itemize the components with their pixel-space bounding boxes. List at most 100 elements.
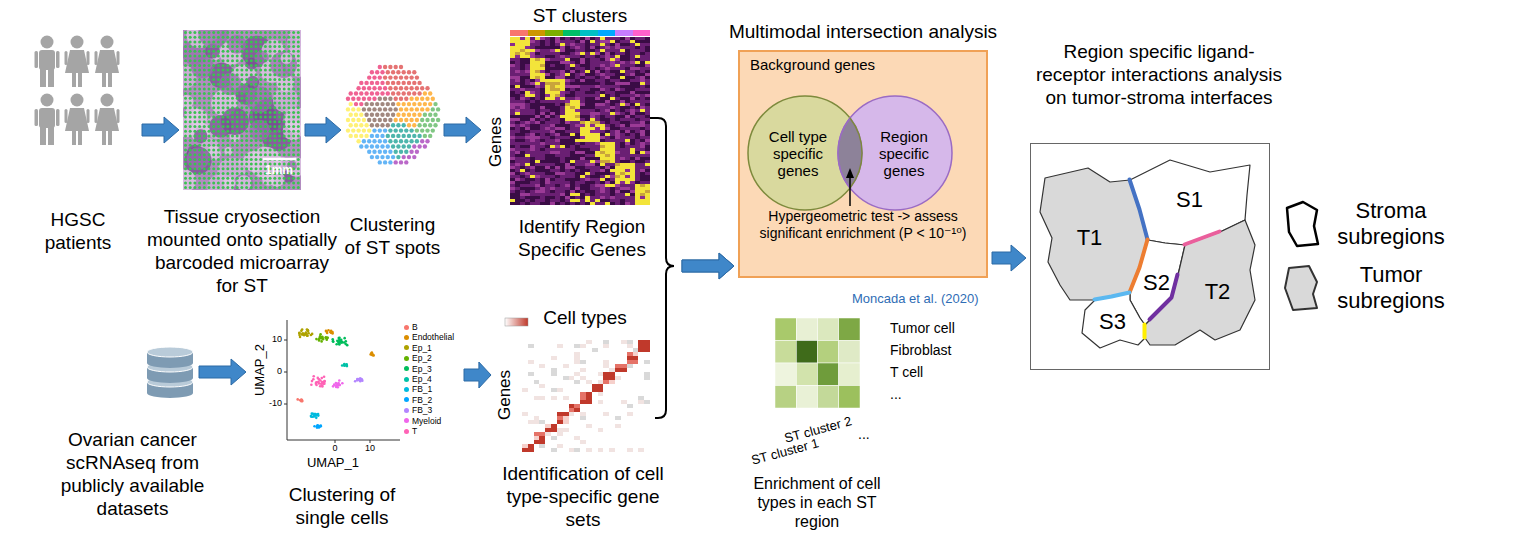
st-spot — [402, 102, 406, 106]
barcode-spot — [240, 111, 243, 114]
heatmap-cell — [565, 76, 570, 79]
heatmap-cell — [590, 64, 595, 67]
barcode-spot — [259, 36, 262, 39]
barcode-spot — [250, 181, 253, 184]
barcode-spot — [231, 36, 234, 39]
st-spot — [412, 113, 416, 117]
heatmap-cell — [640, 97, 645, 100]
barcode-spot — [240, 186, 243, 189]
heatmap-cell — [530, 97, 535, 100]
st-spot — [367, 118, 371, 122]
barcode-spot — [245, 73, 248, 76]
heatmap-cell — [605, 115, 610, 118]
heatmap-cell — [530, 76, 535, 79]
barcode-spot — [189, 83, 192, 86]
heatmap-cell — [530, 88, 535, 91]
heatmap-cell — [590, 61, 595, 64]
st-spot — [370, 102, 374, 106]
heatmap-cell — [530, 64, 535, 67]
heatmap-cell — [580, 115, 585, 118]
heatmap-cell — [630, 70, 635, 73]
heatmap-cell — [640, 49, 645, 52]
barcode-spot — [269, 36, 272, 39]
barcode-spot — [287, 186, 290, 189]
tissue-patch — [246, 86, 272, 112]
heatmap-cell — [635, 94, 640, 97]
heatmap-cell — [545, 43, 550, 46]
barcode-spot — [269, 55, 272, 58]
barcode-spot — [236, 153, 239, 156]
heatmap-cell — [625, 76, 630, 79]
st-spot — [378, 107, 382, 111]
st-spot — [383, 75, 387, 79]
barcode-spot — [189, 125, 192, 128]
barcode-spot — [236, 172, 239, 175]
heatmap-cell — [560, 91, 565, 94]
barcode-spot — [226, 130, 229, 133]
st-spot — [436, 118, 440, 122]
barcode-spot — [255, 186, 258, 189]
barcode-spot — [198, 69, 201, 72]
person-icon — [95, 94, 120, 146]
heatmap-cell — [590, 85, 595, 88]
heatmap-cell — [615, 88, 620, 91]
tissue-image — [183, 30, 301, 190]
heatmap-cell — [645, 79, 650, 82]
barcode-spot — [297, 139, 300, 142]
barcode-spot — [250, 69, 253, 72]
st-spot — [356, 128, 360, 132]
heatmap-cell — [640, 100, 645, 103]
heatmap-cell — [605, 67, 610, 70]
heatmap-cell — [560, 49, 565, 52]
heatmap-cell — [625, 85, 630, 88]
barcode-spot — [292, 78, 295, 81]
heatmap-cell — [610, 52, 615, 55]
person-arm — [35, 51, 39, 68]
barcode-spot — [287, 64, 290, 67]
barcode-spot — [236, 125, 239, 128]
heatmap-cell — [540, 103, 545, 106]
heatmap-cell — [610, 112, 615, 115]
heatmap-cell — [555, 40, 560, 43]
barcode-spot — [212, 83, 215, 86]
heatmap-cell — [525, 76, 530, 79]
barcode-spot — [203, 55, 206, 58]
barcode-spot — [189, 69, 192, 72]
heatmap-cell — [550, 70, 555, 73]
barcode-spot — [203, 139, 206, 142]
st-spot — [388, 150, 392, 154]
heatmap-cell — [540, 37, 545, 40]
barcode-spot — [250, 158, 253, 161]
heatmap-cell — [610, 43, 615, 46]
heatmap-cell — [600, 61, 605, 64]
barcode-spot — [283, 69, 286, 72]
heatmap-cell — [605, 73, 610, 76]
barcode-spot — [189, 130, 192, 133]
barcode-spot — [231, 69, 234, 72]
person-icon — [35, 36, 60, 88]
heatmap-cell — [535, 49, 540, 52]
st-spot — [364, 134, 368, 138]
heatmap-cell — [630, 79, 635, 82]
barcode-spot — [264, 45, 267, 48]
barcode-spot — [236, 167, 239, 170]
heatmap-cell — [635, 76, 640, 79]
barcode-spot — [226, 83, 229, 86]
barcode-spot — [297, 144, 300, 147]
barcode-spot — [208, 45, 211, 48]
barcode-spot — [236, 149, 239, 152]
barcode-spot — [297, 172, 300, 175]
barcode-spot — [297, 125, 300, 128]
heatmap-cell — [635, 100, 640, 103]
heatmap-cell — [530, 58, 535, 61]
heatmap-cell — [575, 82, 580, 85]
barcode-spot — [189, 31, 192, 34]
barcode-spot — [198, 163, 201, 166]
heatmap-cell — [535, 46, 540, 49]
heatmap-cell — [590, 67, 595, 70]
barcode-spot — [198, 78, 201, 81]
barcode-spot — [245, 111, 248, 114]
st-spot — [380, 91, 384, 95]
st-spot — [359, 91, 363, 95]
heatmap-cell — [600, 43, 605, 46]
